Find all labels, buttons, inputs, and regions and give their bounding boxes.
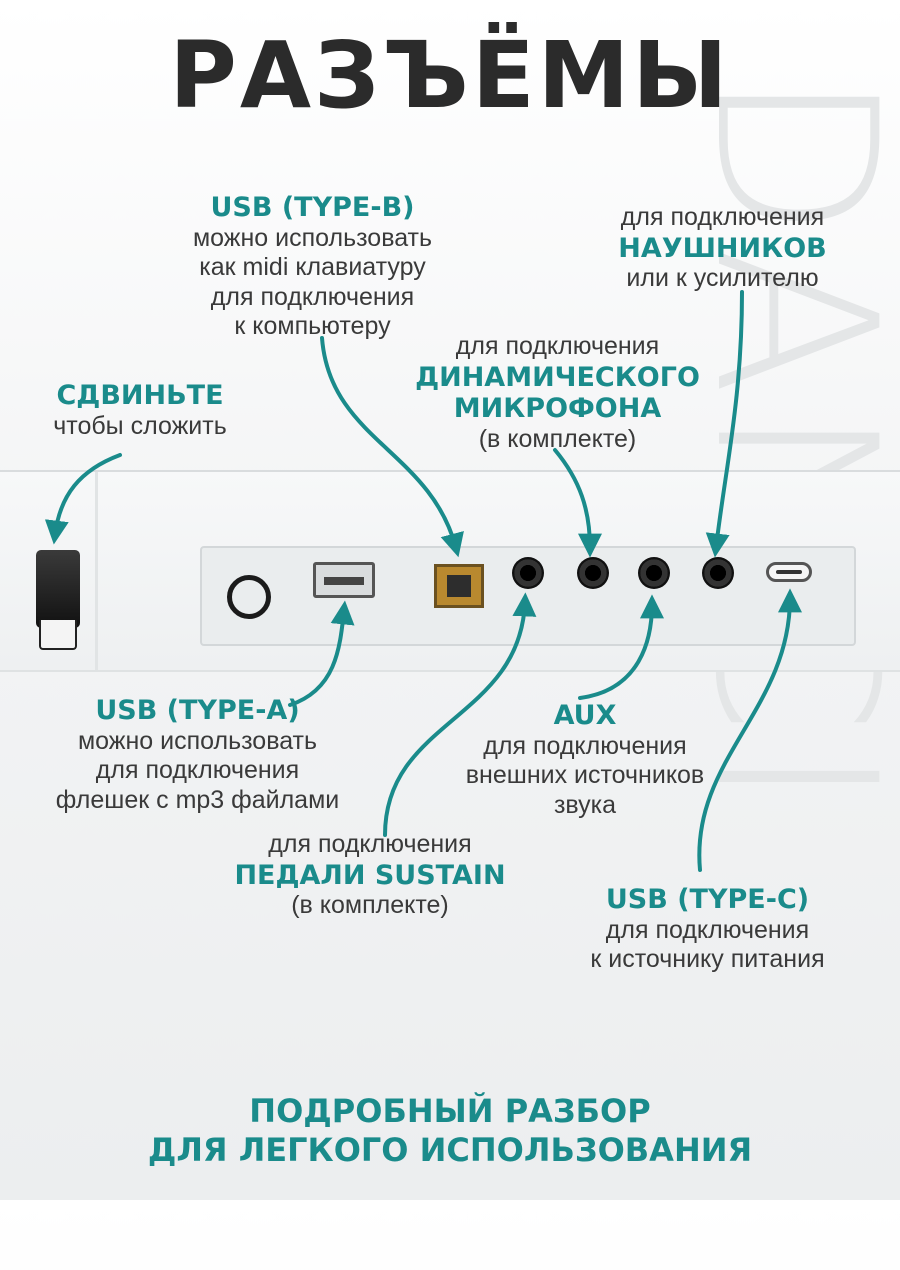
mic-title-1: ДИНАМИЧЕСКОГО — [415, 361, 700, 393]
aux-title: AUX — [553, 700, 617, 731]
page-title: РАЗЪЁМЫ — [169, 22, 731, 129]
arrow-mic — [553, 448, 602, 558]
fold-seam — [95, 472, 98, 670]
arrow-slide — [44, 453, 122, 545]
usb-a-desc-2: для подключения — [95, 756, 300, 785]
slide-title: СДВИНЬТЕ — [56, 380, 224, 411]
usb-b-desc-3: для подключения — [210, 282, 415, 311]
usb-b-desc-1: можно использовать — [192, 223, 433, 252]
arrow-usb-b — [320, 336, 464, 558]
sustain-pre: для подключения — [268, 830, 472, 858]
headphones-desc: или к усилителю — [626, 264, 819, 293]
usb-c-desc-2: к источнику питания — [590, 945, 825, 974]
usb-c-callout: USB (TYPE-C) для подключения к источнику… — [550, 884, 865, 975]
usb-a-port — [313, 562, 375, 598]
arrow-aux — [578, 594, 664, 700]
usb-b-port — [434, 564, 484, 608]
sustain-desc: (в комплекте) — [291, 891, 449, 920]
headphones-jack — [702, 557, 734, 589]
sustain-callout: для подключения ПЕДАЛИ SUSTAIN (в компле… — [215, 830, 525, 921]
mic-callout: для подключения ДИНАМИЧЕСКОГО МИКРОФОНА … — [395, 332, 720, 455]
usb-b-callout: USB (TYPE-B) можно использовать как midi… — [150, 192, 475, 342]
usb-a-desc-3: флешек с mp3 файлами — [55, 785, 340, 814]
usb-b-desc-4: к компьютеру — [234, 312, 391, 341]
mic-jack — [577, 557, 609, 589]
slide-desc: чтобы сложить — [53, 411, 227, 440]
aux-desc-3: звука — [553, 790, 617, 819]
product-infographic: DANCI РАЗЪЁМЫ СДВИНЬТЕ ч — [0, 22, 900, 1170]
usb-c-port — [766, 562, 812, 582]
headphones-pre: для подключения — [620, 203, 825, 231]
mic-pre: для подключения — [455, 332, 660, 360]
mic-title-2: МИКРОФОНА — [453, 393, 662, 425]
sustain-title: ПЕДАЛИ SUSTAIN — [234, 859, 506, 891]
usb-a-desc-1: можно использовать — [77, 726, 318, 755]
aux-desc-2: внешних источников — [465, 761, 705, 790]
arrow-usb-c — [697, 588, 802, 872]
usb-c-desc-1: для подключения — [605, 915, 810, 944]
usb-a-title: USB (TYPE-A) — [95, 695, 300, 726]
aux-jack — [638, 557, 670, 589]
usb-b-title: USB (TYPE-B) — [210, 192, 415, 223]
arrow-sustain — [383, 592, 537, 837]
usb-c-title: USB (TYPE-C) — [605, 884, 810, 915]
footer-line-2: ДЛЯ ЛЕГКОГО ИСПОЛЬЗОВАНИЯ — [147, 1131, 753, 1170]
headphones-title: НАУШНИКОВ — [618, 232, 827, 264]
footer-tagline: ПОДРОБНЫЙ РАЗБОР ДЛЯ ЛЕГКОГО ИСПОЛЬЗОВАН… — [0, 1092, 900, 1170]
headphones-callout: для подключения НАУШНИКОВ или к усилител… — [585, 203, 860, 294]
sustain-jack — [512, 557, 544, 589]
slide-callout: СДВИНЬТЕ чтобы сложить — [25, 380, 255, 441]
usb-a-callout: USB (TYPE-A) можно использовать для подк… — [25, 695, 370, 815]
aux-callout: AUX для подключения внешних источников з… — [440, 700, 730, 820]
arrow-usb-a — [288, 600, 355, 707]
aux-desc-1: для подключения — [483, 731, 687, 760]
usb-b-desc-2: как midi клавиатуру — [199, 253, 426, 282]
mic-desc: (в комплекте) — [478, 425, 637, 454]
fold-slider — [36, 550, 80, 650]
power-ring-icon — [227, 575, 271, 619]
arrow-headphones — [705, 290, 744, 558]
callout-arrows — [44, 290, 802, 872]
footer-line-1: ПОДРОБНЫЙ РАЗБОР — [249, 1092, 651, 1130]
